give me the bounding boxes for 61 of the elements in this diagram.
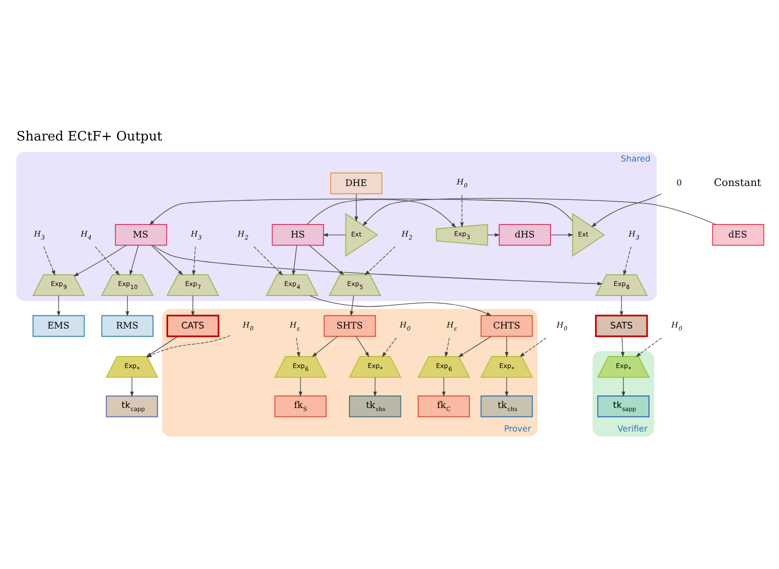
arrow [149,198,573,226]
arrow [444,338,450,358]
label: Constant [714,176,762,189]
arrow [95,246,120,276]
arrow [73,244,127,276]
arrow [298,377,302,397]
arrow [151,245,184,276]
arrow [622,377,626,397]
node-box: RMS [101,315,154,337]
arrow [373,377,377,397]
diagram-title: Shared ECtF+ Output [16,130,162,145]
arrow [362,198,716,226]
arrow [130,245,139,276]
node-box: CATS [166,314,220,338]
arrow [354,194,358,222]
node-box: SATS [595,314,648,338]
arrow [312,336,338,357]
arrow [309,295,492,316]
node-box: DHE [330,172,382,194]
arrow [192,246,196,276]
arrow [550,233,574,237]
node-box: tk$_{chs}$ [480,396,533,418]
node-box: fk$_{S}$ [274,396,327,418]
node-text: 0 [676,178,682,188]
arrow [460,194,464,228]
arrow [152,244,603,286]
arrow [130,377,134,397]
arrow [292,245,298,276]
node-box: fk$_{C}$ [418,396,470,418]
node-box: tk$_{capp}$ [106,396,158,418]
arrow [43,246,56,276]
arrow [254,246,283,276]
node-box: SHTS [324,315,376,337]
arrow [56,295,60,316]
arrow [620,336,625,358]
arrow [364,246,396,276]
node-box: EMS [32,315,85,337]
arrow [322,233,346,237]
node-box: dHS [498,224,551,246]
arrow [191,295,195,316]
arrow [356,336,370,358]
node-box: tk$_{shs}$ [348,396,402,418]
arrow [623,246,632,276]
arrow [296,338,300,358]
arrow [126,295,130,316]
node-box: CHTS [480,315,533,337]
arrow [309,245,344,276]
arrow [504,336,509,358]
node-box: MS [114,224,168,246]
arrow [306,199,456,228]
node-box: dES [712,224,764,246]
arrow [382,338,397,358]
arrow [458,336,492,358]
arrow [504,377,509,397]
arrow [350,295,354,316]
arrow [442,377,446,397]
arrow [620,295,624,316]
node-box: tk$_{sapp}$ [597,396,650,418]
arrow [636,338,662,357]
node-box: HS [272,224,324,246]
arrow [591,194,662,228]
